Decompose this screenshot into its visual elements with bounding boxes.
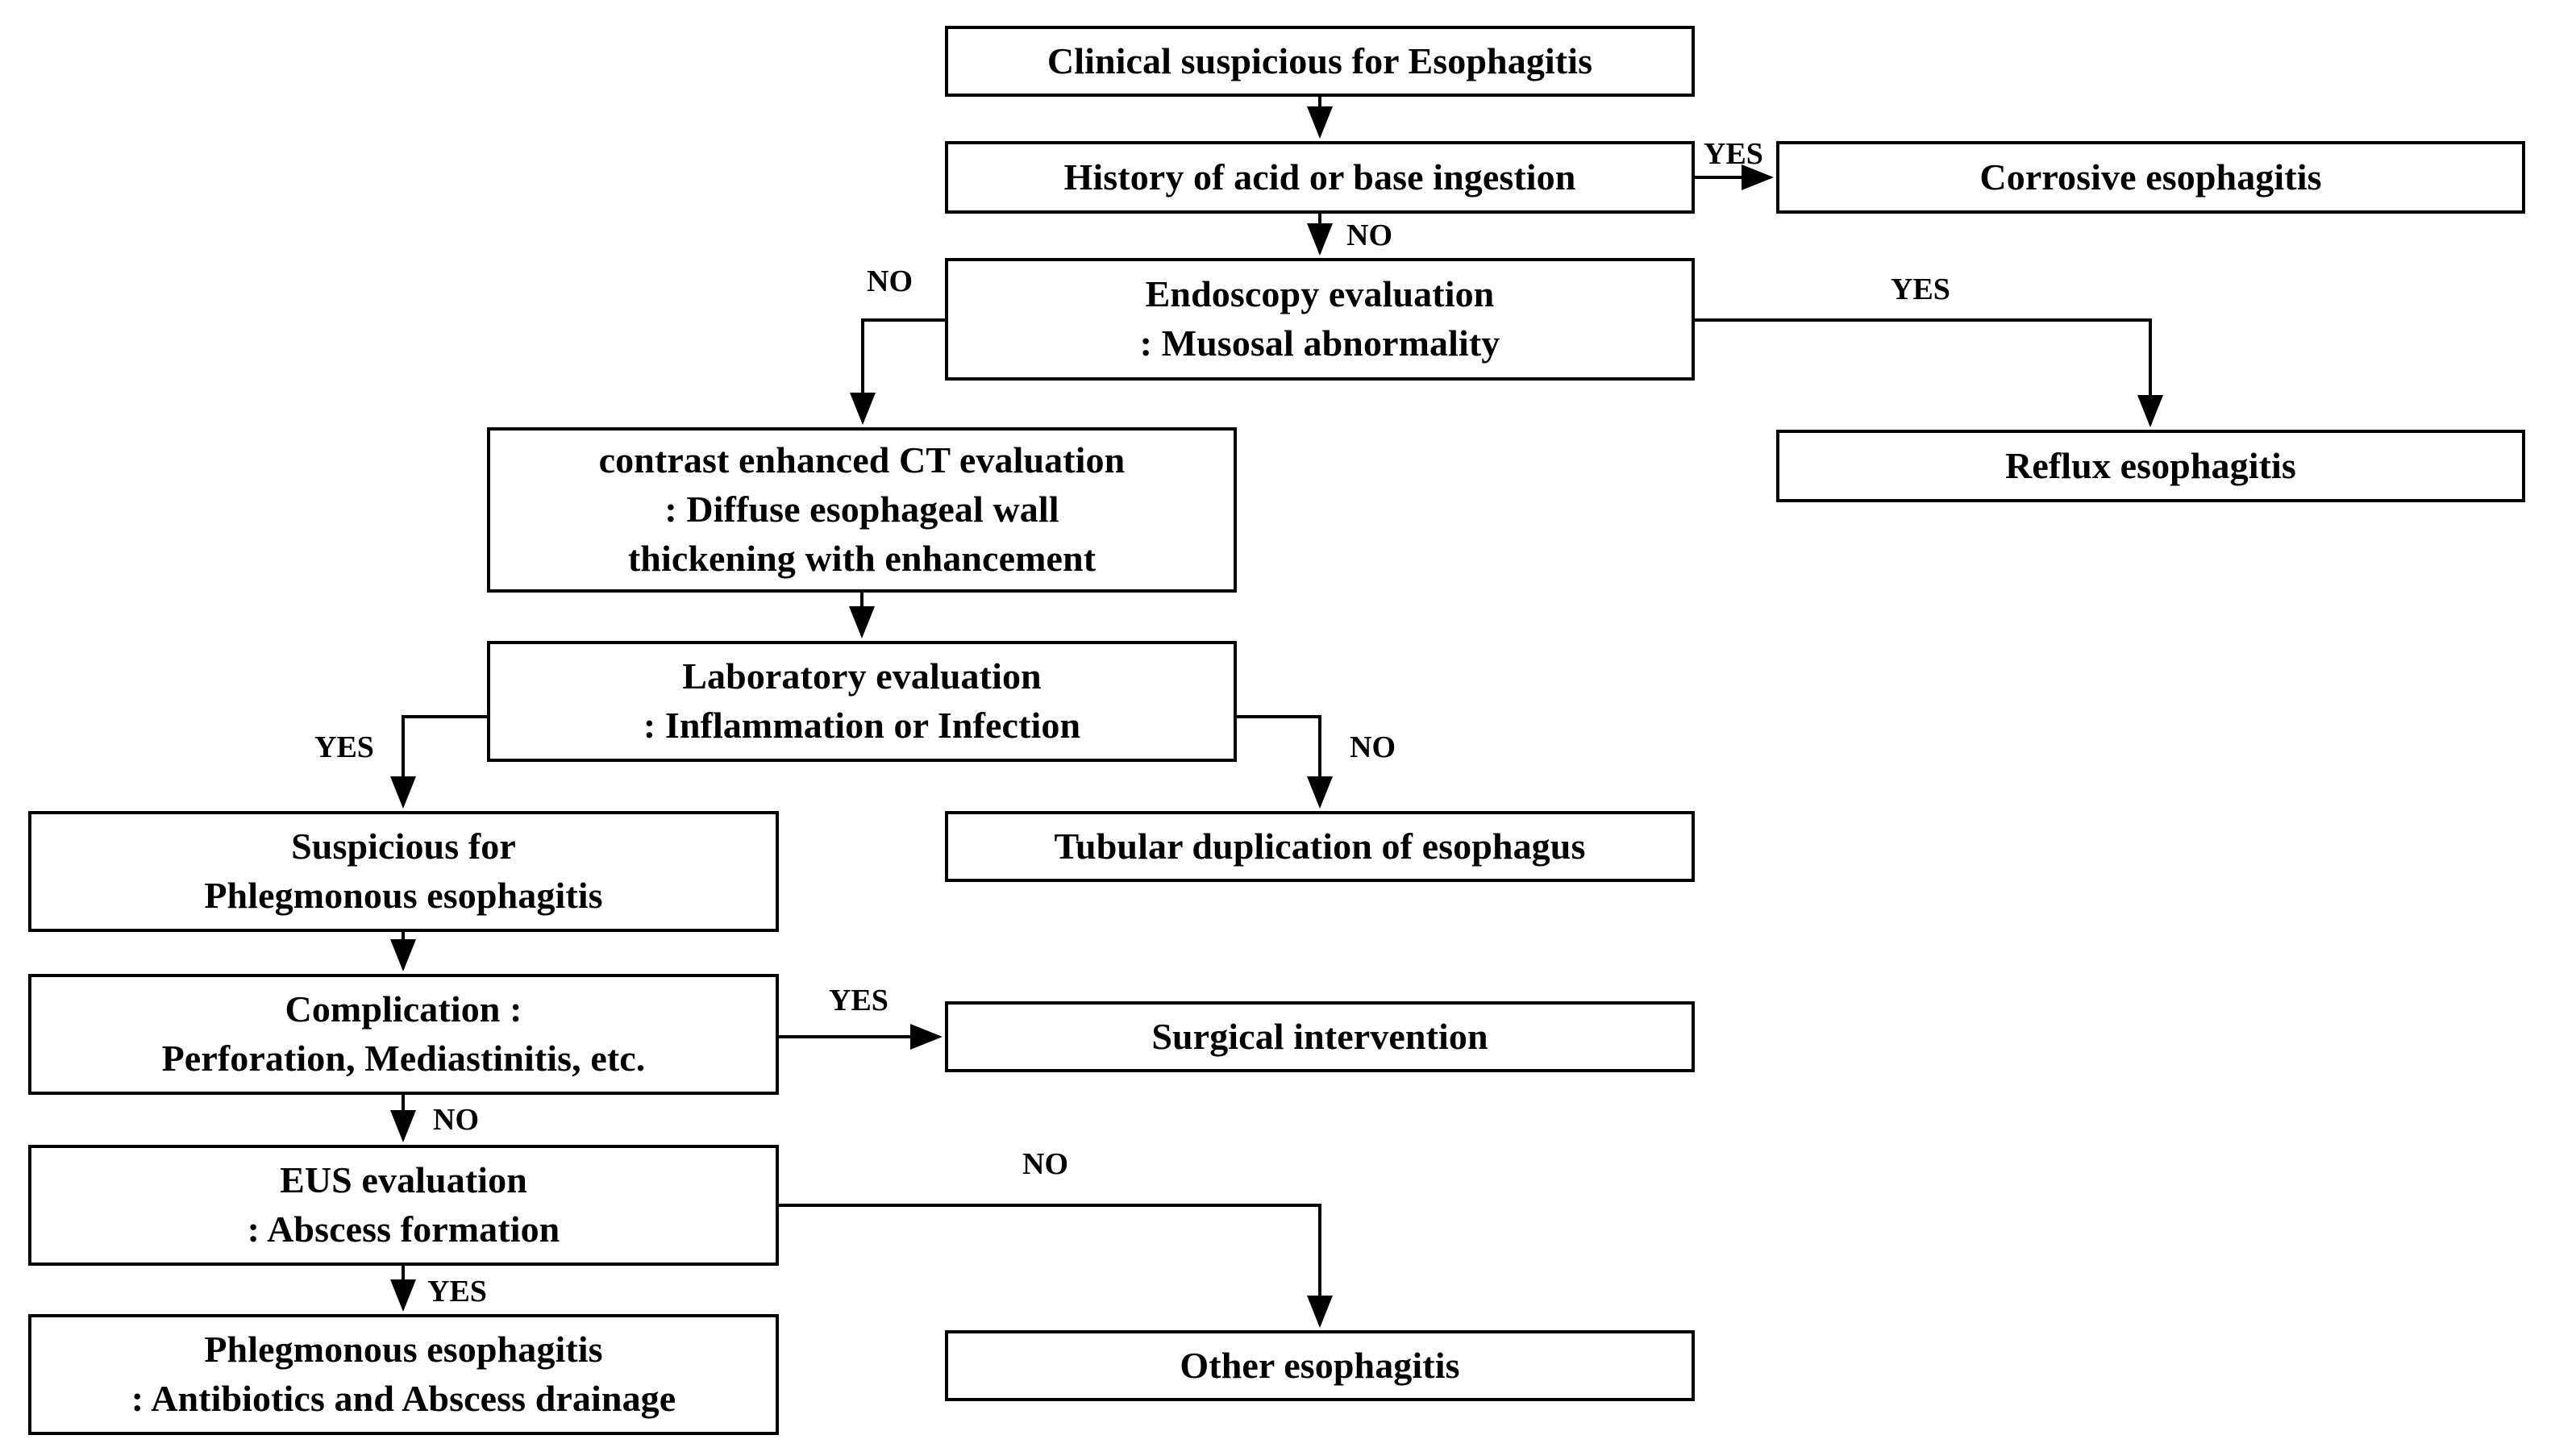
edge-label-no-eus: NO: [433, 1103, 479, 1137]
node-line: Clinical suspicious for Esophagitis: [1047, 40, 1593, 81]
node-line: Perforation, Mediastinitis, etc.: [161, 1038, 646, 1079]
node-line: : Inflammation or Infection: [643, 705, 1081, 746]
node-phlegmonous-treatment[interactable]: Phlegmonous esophagitis : Antibiotics an…: [28, 1314, 779, 1435]
edge-label-yes-suspicious: YES: [314, 730, 374, 764]
node-line: Complication :: [285, 988, 522, 1030]
edge-label-no-endoscopy: NO: [1346, 218, 1392, 252]
node-line: : Diffuse esophageal wall: [664, 489, 1059, 530]
node-line: Phlegmonous esophagitis: [204, 1329, 603, 1371]
node-surgical-intervention[interactable]: Surgical intervention: [945, 1001, 1695, 1072]
edge-laboratory-to-suspicious: [390, 715, 487, 809]
edge-label-yes-surgical: YES: [829, 984, 888, 1017]
edge-endoscopy-to-ct: [850, 318, 945, 425]
node-line: thickening with enhancement: [627, 537, 1097, 579]
node-suspicious-phlegmonous[interactable]: Suspicious for Phlegmonous esophagitis: [28, 811, 779, 932]
node-laboratory-evaluation[interactable]: Laboratory evaluation : Inflammation or …: [487, 641, 1237, 762]
node-history-ingestion[interactable]: History of acid or base ingestion: [945, 141, 1695, 214]
edge-label-yes-reflux: YES: [1891, 272, 1950, 306]
node-line: Other esophagitis: [1180, 1344, 1460, 1386]
node-line: Laboratory evaluation: [682, 655, 1042, 697]
edge-laboratory-to-tubular: [1237, 715, 1333, 809]
node-line: Surgical intervention: [1151, 1015, 1488, 1057]
node-clinical-suspicion[interactable]: Clinical suspicious for Esophagitis: [945, 26, 1695, 97]
node-line: Tubular duplication of esophagus: [1054, 825, 1586, 867]
node-line: EUS evaluation: [280, 1159, 527, 1201]
edge-endoscopy-to-reflux: [1695, 318, 2163, 427]
node-other-esophagitis[interactable]: Other esophagitis: [945, 1330, 1695, 1401]
edge-label-yes-phlegmonous: YES: [427, 1275, 487, 1308]
edge-label-yes-corrosive: YES: [1704, 137, 1763, 171]
node-corrosive-esophagitis[interactable]: Corrosive esophagitis: [1776, 141, 2525, 214]
node-line: : Antibiotics and Abscess drainage: [131, 1378, 676, 1419]
node-ct-evaluation[interactable]: contrast enhanced CT evaluation : Diffus…: [487, 427, 1237, 593]
node-line: : Abscess formation: [247, 1208, 560, 1250]
node-reflux-esophagitis[interactable]: Reflux esophagitis: [1776, 430, 2525, 502]
node-line: : Musosal abnormality: [1139, 322, 1500, 364]
node-line: Endoscopy evaluation: [1145, 273, 1495, 315]
node-line: Corrosive esophagitis: [1979, 156, 2322, 198]
node-line: Phlegmonous esophagitis: [204, 875, 603, 916]
edge-eus-to-other: [779, 1204, 1333, 1328]
node-tubular-duplication[interactable]: Tubular duplication of esophagus: [945, 811, 1695, 882]
node-endoscopy-evaluation[interactable]: Endoscopy evaluation : Musosal abnormali…: [945, 258, 1695, 381]
node-line: Suspicious for: [291, 826, 516, 867]
node-complication[interactable]: Complication : Perforation, Mediastiniti…: [28, 974, 779, 1095]
edge-label-no-other: NO: [1022, 1147, 1068, 1181]
node-line: History of acid or base ingestion: [1063, 156, 1576, 198]
edge-label-no-tubular: NO: [1350, 730, 1396, 764]
node-eus-evaluation[interactable]: EUS evaluation : Abscess formation: [28, 1145, 779, 1266]
node-line: Reflux esophagitis: [2005, 444, 2296, 486]
edge-label-no-ct: NO: [867, 264, 913, 298]
node-line: contrast enhanced CT evaluation: [598, 439, 1126, 481]
